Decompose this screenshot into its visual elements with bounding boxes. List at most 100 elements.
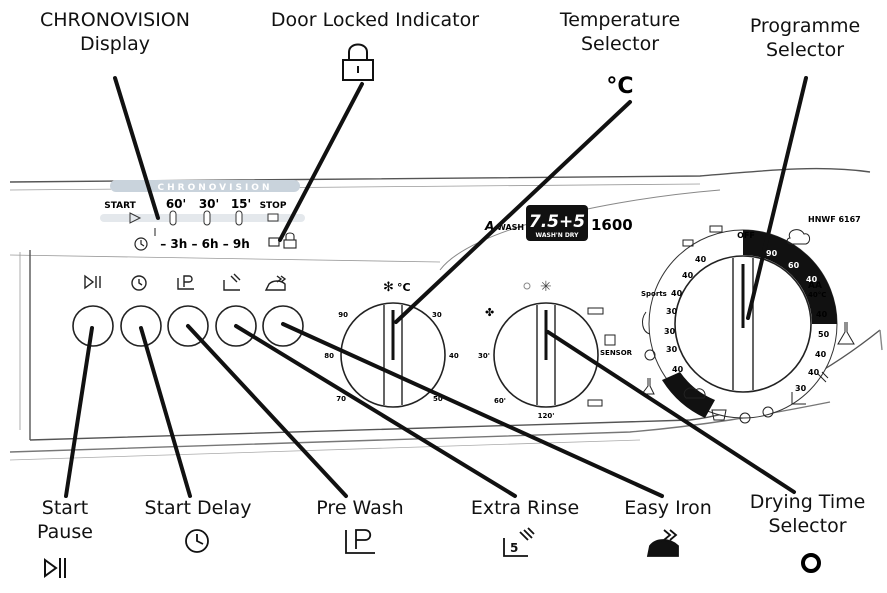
button-icons-row (84, 273, 287, 291)
dry-mark-30: 30' (478, 352, 490, 360)
timeline-60: 60' (166, 197, 186, 211)
prog-left-30c: 30 (666, 345, 678, 354)
leader-start-pause (64, 326, 94, 498)
chronovision-banner (110, 180, 300, 192)
drying-iron-icon (587, 307, 604, 315)
leader-start-delay (139, 326, 192, 498)
start-pause-button[interactable] (72, 305, 114, 347)
leader-door-locked (278, 82, 364, 242)
prog-iron-top-icon (709, 225, 723, 233)
prog-aa-temp: 40°C (808, 291, 826, 299)
prog-left-30b: 30 (664, 327, 676, 336)
drying-off-icon (523, 282, 531, 290)
timeline-stop: STOP (260, 201, 287, 211)
prog-dark-60: 60 (788, 261, 800, 270)
brand-text: A (484, 219, 494, 233)
sensor-label: SENSOR (600, 349, 633, 357)
prog-left-40b: 40 (682, 271, 694, 280)
leader-temperature (394, 100, 632, 324)
chronovision-display: CHRONOVISION START 60' 30' 15' STOP – 3h… (100, 180, 305, 251)
wool-cloud-icon (786, 229, 811, 245)
callout-chronovision-line2: Display (79, 33, 151, 55)
programme-icons (641, 225, 855, 424)
timeline-led-30 (203, 210, 211, 226)
drying-sun-icon: ✳ (540, 279, 552, 295)
callout-start-delay: Start Delay (144, 497, 252, 519)
sensor-cupboard-icon (604, 334, 616, 346)
callout-easy-iron: Easy Iron (624, 497, 712, 519)
callout-temperature-line1: Temperature (559, 9, 681, 31)
programme-dark-band (743, 230, 837, 324)
prog-left-40c: 40 (671, 289, 683, 298)
temperature-selector-dial[interactable]: ✻ °C 90 30 80 40 70 50 (324, 280, 459, 408)
prog-left-40a: 40 (695, 255, 707, 264)
spin-icon (739, 412, 751, 424)
prog-right-40c: 40 (808, 368, 820, 377)
callout-start-pause: Start Pause (20, 496, 110, 544)
prewash-icon (177, 275, 194, 290)
spiral-icon (762, 406, 774, 418)
timeline-start: START (104, 201, 136, 211)
extra-rinse-callout-icon: 5 (503, 527, 535, 557)
leader-pre-wash (186, 324, 348, 498)
temp-mark-90: 90 (338, 311, 348, 319)
start-pause-callout-icon (44, 558, 66, 578)
cloud-dry-icon (683, 387, 706, 399)
delay-hours: – 3h – 6h – 9h (160, 237, 250, 251)
temp-snowflake-icon: ✻ (383, 280, 394, 295)
callout-door-locked: Door Locked Indicator (270, 9, 480, 31)
callout-pre-wash: Pre Wash (316, 497, 404, 519)
callout-programme: Programme Selector (730, 14, 880, 62)
programme-dark-band-lower (662, 372, 715, 418)
leader-drying-time (546, 330, 796, 494)
callout-start-pause-line2: Pause (37, 521, 93, 543)
chronovision-banner-text: CHRONOVISION (158, 183, 273, 193)
delay-3h: 3h (170, 237, 187, 251)
tub-icon (711, 409, 727, 421)
leader-extra-rinse (234, 324, 517, 498)
svg-text:5: 5 (510, 541, 518, 555)
leader-lines (64, 76, 808, 498)
callout-start-pause-line1: Start (41, 497, 89, 519)
temp-mark-70: 70 (336, 395, 346, 403)
programme-selector-dial[interactable]: OFF 90 60 40 40 40 40 30 30 30 40 Sports… (641, 225, 855, 424)
timeline-led-stop (267, 213, 279, 222)
callout-temperature: Temperature Selector (540, 8, 700, 56)
prog-dark-40: 40 (806, 275, 818, 284)
callout-extra-rinse: Extra Rinse (470, 497, 580, 519)
door-lock-led-icon (268, 232, 297, 249)
prewash-callout-icon (345, 529, 375, 554)
drying-time-ring-icon (801, 553, 821, 573)
leader-chronovision (113, 76, 160, 220)
easy-iron-icon (264, 275, 287, 291)
temp-mark-30: 30 (432, 311, 442, 319)
stain-icon (644, 349, 656, 361)
callout-programme-line1: Programme (749, 15, 861, 37)
easy-iron-callout-icon (646, 529, 679, 557)
badge-bottom: WASH'N DRY (536, 232, 580, 239)
prog-off: OFF (737, 231, 755, 240)
callout-drying-time-line2: Selector (768, 515, 847, 537)
timeline-led-60 (169, 210, 177, 226)
timeline-led-15 (235, 210, 243, 226)
extra-rinse-icon (223, 273, 241, 291)
rinse-basin-icon (791, 392, 806, 405)
leader-programme (746, 76, 808, 320)
start-delay-callout-icon (185, 529, 209, 553)
callout-drying-time: Drying Time Selector (730, 490, 885, 538)
leader-easy-iron (281, 322, 664, 498)
delay-6h: 6h (202, 237, 219, 251)
padlock-icon (342, 43, 374, 81)
prog-right-40b: 40 (815, 350, 827, 359)
callout-programme-line2: Selector (765, 39, 845, 61)
badge-top: 7.5+5 (529, 212, 585, 232)
flask-icon-left (641, 378, 655, 395)
temp-mark-50: 50 (433, 395, 443, 403)
brand-text-small: WASH (497, 223, 524, 232)
drying-time-selector-dial[interactable]: ✳ ✤ 30' 60' 120' SENSOR (478, 279, 633, 420)
timeline-30: 30' (199, 197, 219, 211)
chronovision-timeline-bar (100, 214, 305, 222)
callout-chronovision: CHRONOVISION Display (20, 8, 210, 56)
prog-aa: AA (808, 281, 822, 291)
